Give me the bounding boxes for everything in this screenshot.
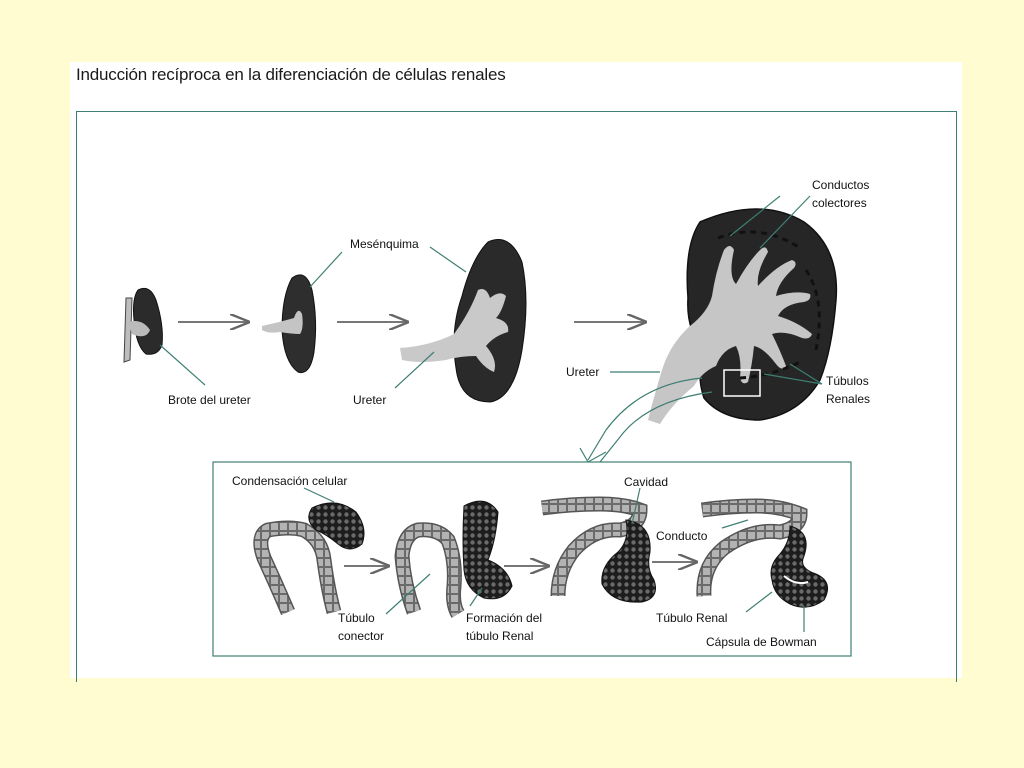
label-formacion: Formación del bbox=[466, 611, 542, 625]
label-tubulo: Túbulo bbox=[338, 611, 375, 625]
label-conducto: Conducto bbox=[656, 529, 708, 543]
label-brote-ureter: Brote del ureter bbox=[168, 393, 251, 407]
label-tubulo-renal-formacion: túbulo Renal bbox=[466, 629, 533, 643]
slide-title: Inducción recíproca en la diferenciación… bbox=[76, 65, 506, 84]
label-condensacion: Condensación celular bbox=[232, 474, 347, 488]
inset-stage-tubule-formation bbox=[385, 500, 513, 618]
stage-4-kidney bbox=[579, 195, 838, 463]
label-ureter-stage4: Ureter bbox=[566, 365, 599, 379]
label-capsula-bowman: Cápsula de Bowman bbox=[706, 635, 817, 649]
label-ureter-stage3: Ureter bbox=[353, 393, 386, 407]
inset-stage-cavity bbox=[540, 487, 656, 603]
stage-3-ureter-branching bbox=[309, 239, 527, 403]
diagram-labels: Mesénquima Brote del ureter Ureter Urete… bbox=[168, 178, 870, 649]
label-colectores: colectores bbox=[812, 196, 867, 210]
label-mesenquima: Mesénquima bbox=[350, 237, 419, 251]
label-cavidad: Cavidad bbox=[624, 475, 668, 489]
inset-stage-condensation bbox=[253, 487, 365, 615]
stage-2-mesenchyme bbox=[262, 274, 317, 374]
label-renales: Renales bbox=[826, 392, 870, 406]
label-conector: conector bbox=[338, 629, 384, 643]
label-conductos: Conductos bbox=[812, 178, 869, 192]
label-tubulo-renal: Túbulo Renal bbox=[656, 611, 727, 625]
inset-stage-bowman bbox=[696, 498, 829, 632]
label-tubulos: Túbulos bbox=[826, 374, 869, 388]
detail-inset bbox=[212, 461, 852, 657]
figure-frame bbox=[76, 111, 957, 682]
stage-1-ureteric-bud bbox=[123, 287, 206, 386]
